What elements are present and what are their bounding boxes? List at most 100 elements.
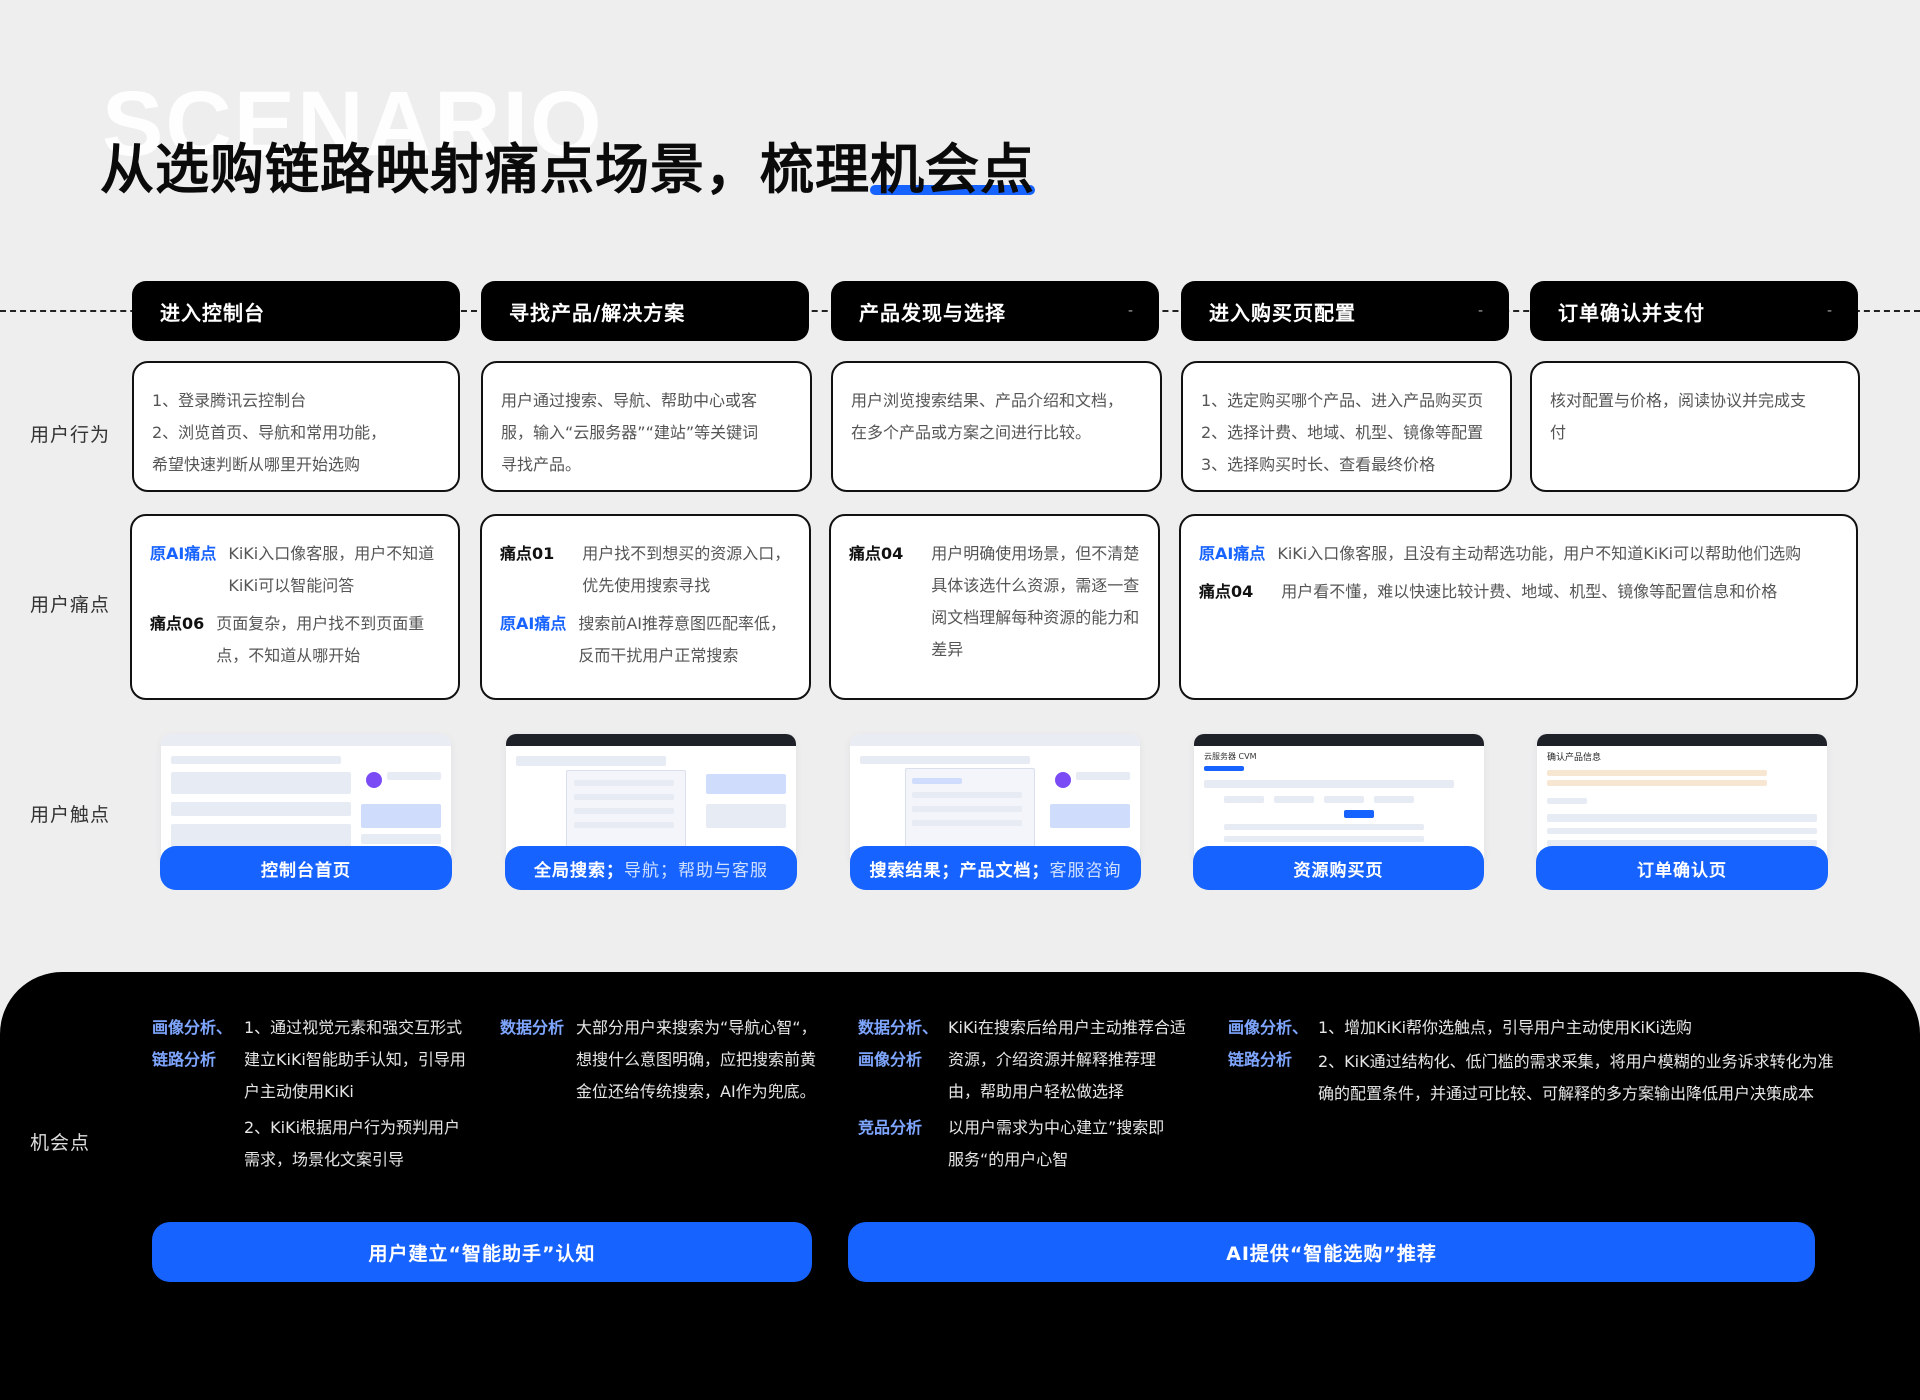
behavior-line: 寻找产品。 [501,455,582,474]
row-label-opportunity: 机会点 [30,1132,91,1154]
pain-tag: 原AI痛点 [150,544,217,563]
opportunity-button-ai-assistant[interactable]: 用户建立“智能助手”认知 [152,1222,812,1282]
opp-line: 需求，场景化文案引导 [244,1150,405,1169]
pain-tag: 痛点04 [1199,582,1254,601]
behavior-line: 用户浏览搜索结果、产品介绍和文档， [851,391,1124,410]
behavior-line: 服，输入“云服务器”“建站”等关键词 [501,423,759,442]
stage-header: 进入购买页配置 - [1181,281,1509,341]
stage-label: 进入购买页配置 [1209,300,1356,325]
search-result-screenshot[interactable] [850,734,1140,866]
touch-main: 全局搜索； [534,860,624,881]
opp-tag: 画像分析、 [152,1018,233,1037]
search-screenshot[interactable] [506,734,796,866]
touch-main: 搜索结果；产品文档； [869,860,1050,881]
cvm-page-title: 云服务器 CVM [1204,752,1257,761]
pain-text: 搜索前AI推荐意图匹配率低，反而干扰用户正常搜索 [578,614,787,665]
touch-main: 资源购买页 [1293,860,1384,881]
behavior-line: 希望快速判断从哪里开始选购 [152,455,361,474]
row-label-behavior: 用户行为 [30,424,111,446]
opp-tag: 链路分析 [152,1050,217,1069]
page-title: 从选购链路映射痛点场景，梳理机会点 [100,140,1035,199]
opportunity-button-ai-recommend[interactable]: AI提供“智能选购”推荐 [848,1222,1815,1282]
page-title-highlight: 机会点 [870,138,1035,201]
touch-extra: 客服咨询 [1049,860,1122,881]
touch-result-button[interactable]: 搜索结果；产品文档；客服咨询 [850,846,1141,890]
pain-tag: 原AI痛点 [500,614,567,633]
opportunity-tags: 画像分析、 链路分析 [152,1012,232,1076]
pain-item: 原AI痛点 KiKi入口像客服，且没有主动帮选功能，用户不知道KiKi可以帮助他们… [1199,538,1838,570]
pain-text: 用户找不到想买的资源入口，优先使用搜索寻找 [582,544,791,595]
pain-text: KiKi入口像客服，且没有主动帮选功能，用户不知道KiKi可以帮助他们选购 [1277,544,1802,563]
stage-header: 产品发现与选择 - [831,281,1159,341]
page-title-main: 从选购链路映射痛点场景，梳理 [100,138,870,201]
stage-label: 寻找产品/解决方案 [509,300,686,325]
pain-item: 痛点01 用户找不到想买的资源入口，优先使用搜索寻找 [500,538,791,602]
touch-main: 控制台首页 [261,860,351,881]
opportunity-section [0,972,1920,1400]
behavior-line: 付 [1550,423,1567,442]
behavior-line: 1、选定购买哪个产品、进入产品购买页 [1201,391,1484,410]
touch-extra: 导航；帮助与客服 [624,860,768,881]
opp-tag: 链路分析 [1228,1050,1293,1069]
pain-item: 原AI痛点 KiKi入口像客服，用户不知道KiKi可以智能问答 [150,538,440,602]
opp-line: 金位还给传统搜索，AI作为兜底。 [576,1082,816,1101]
stage-label: 订单确认并支付 [1558,300,1705,325]
opp-tag: 画像分析、 [1228,1018,1309,1037]
pain-card: 痛点01 用户找不到想买的资源入口，优先使用搜索寻找 原AI痛点搜索前AI推荐意图… [480,514,811,700]
pain-tag: 痛点01 [500,544,555,563]
row-label-pain: 用户痛点 [30,594,111,616]
touch-purchase-button[interactable]: 资源购买页 [1193,846,1484,890]
opp-line: KiKi在搜索后给用户主动推荐合适 [948,1018,1186,1037]
pain-text: KiKi入口像客服，用户不知道KiKi可以智能问答 [228,544,435,595]
opp-line: 2、KiKi根据用户行为预判用户 [244,1118,461,1137]
pain-tag: 痛点06 [150,614,205,633]
opp-line: 2、KiK通过结构化、低门槛的需求采集，将用户模糊的业务诉求转化为准 [1318,1052,1834,1071]
behavior-card: 1、选定购买哪个产品、进入产品购买页 2、选择计费、地域、机型、镜像等配置 3、… [1181,361,1512,492]
behavior-card: 用户浏览搜索结果、产品介绍和文档， 在多个产品或方案之间进行比较。 [831,361,1162,492]
behavior-card: 核对配置与价格，阅读协议并完成支 付 [1530,361,1860,492]
opp-line: 想搜什么意图明确，应把搜索前黄 [576,1050,817,1069]
opportunity-tags: 数据分析、 画像分析 [858,1012,938,1076]
behavior-line: 2、选择计费、地域、机型、镜像等配置 [1201,423,1484,442]
stage-dash: - [1826,303,1832,319]
opportunity-tags: 画像分析、 链路分析 [1228,1012,1308,1076]
opportunity-tags: 竞品分析 [858,1112,922,1144]
pain-item: 痛点04 用户看不懂，难以快速比较计费、地域、机型、镜像等配置信息和价格 [1199,576,1838,608]
stage-dash: - [1477,303,1483,319]
opportunity-text: 以用户需求为中心建立”搜索即 服务“的用户心智 [948,1112,1198,1176]
stage-header: 寻找产品/解决方案 [481,281,809,341]
stage-label: 进入控制台 [160,300,265,325]
pain-tag: 痛点04 [849,544,904,563]
opportunity-text: KiKi在搜索后给用户主动推荐合适 资源，介绍资源并解释推荐理 由，帮助用户轻松… [948,1012,1198,1108]
opp-line: 大部分用户来搜索为“导航心智“， [576,1018,817,1037]
pain-text: 用户看不懂，难以快速比较计费、地域、机型、镜像等配置信息和价格 [1281,582,1778,601]
touch-order-button[interactable]: 订单确认页 [1536,846,1828,890]
opp-line: 建立KiKi智能助手认知，引导用 [244,1050,466,1069]
opp-line: 1、增加KiKi帮你选触点，引导用户主动使用KiKi选购 [1318,1018,1692,1037]
behavior-line: 1、登录腾讯云控制台 [152,391,307,410]
opportunity-text: 大部分用户来搜索为“导航心智“， 想搜什么意图明确，应把搜索前黄 金位还给传统搜… [576,1012,826,1108]
touch-search-button[interactable]: 全局搜索；导航；帮助与客服 [505,846,797,890]
behavior-line: 2、浏览首页、导航和常用功能， [152,423,387,442]
opp-line: 户主动使用KiKi [244,1082,354,1101]
pain-item: 原AI痛点搜索前AI推荐意图匹配率低，反而干扰用户正常搜索 [500,608,791,672]
order-confirm-screenshot[interactable]: 确认产品信息 [1537,734,1827,866]
opp-line: 服务“的用户心智 [948,1150,1069,1169]
opp-line: 确的配置条件，并通过可比较、可解释的多方案输出降低用户决策成本 [1318,1084,1815,1103]
stage-header: 订单确认并支付 - [1530,281,1858,341]
stage-dash: - [1127,303,1133,319]
touch-console-button[interactable]: 控制台首页 [160,846,452,890]
opp-line: 1、通过视觉元素和强交互形式 [244,1018,463,1037]
opp-tag: 竞品分析 [858,1118,923,1137]
opp-line: 以用户需求为中心建立”搜索即 [948,1118,1165,1137]
stage-label: 产品发现与选择 [859,300,1006,325]
opp-tag: 数据分析 [500,1018,565,1037]
pain-tag: 原AI痛点 [1199,544,1266,563]
opportunity-text: 1、通过视觉元素和强交互形式 建立KiKi智能助手认知，引导用 户主动使用KiK… [244,1012,469,1176]
opp-line: 资源，介绍资源并解释推荐理 [948,1050,1157,1069]
purchase-page-screenshot[interactable]: 云服务器 CVM [1194,734,1484,866]
opportunity-tags: 数据分析 [500,1012,564,1044]
